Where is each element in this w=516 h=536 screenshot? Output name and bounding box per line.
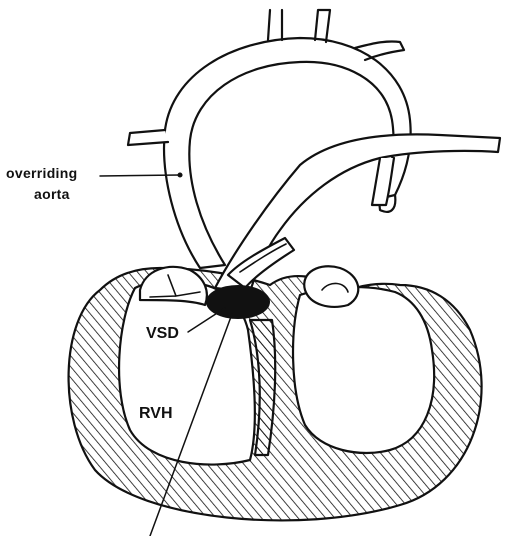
label-overriding: overriding xyxy=(6,166,77,180)
left-carotid-artery xyxy=(315,10,330,42)
brachiocephalic-artery xyxy=(268,10,282,40)
label-vsd: VSD xyxy=(146,326,179,342)
left-atrium xyxy=(304,266,358,307)
left-ventricle-cavity xyxy=(293,287,434,453)
overriding-aorta-leader xyxy=(100,175,180,176)
label-rvh: RVH xyxy=(139,406,173,422)
label-aorta: aorta xyxy=(34,187,70,201)
right-pulmonary-stub xyxy=(128,130,168,145)
